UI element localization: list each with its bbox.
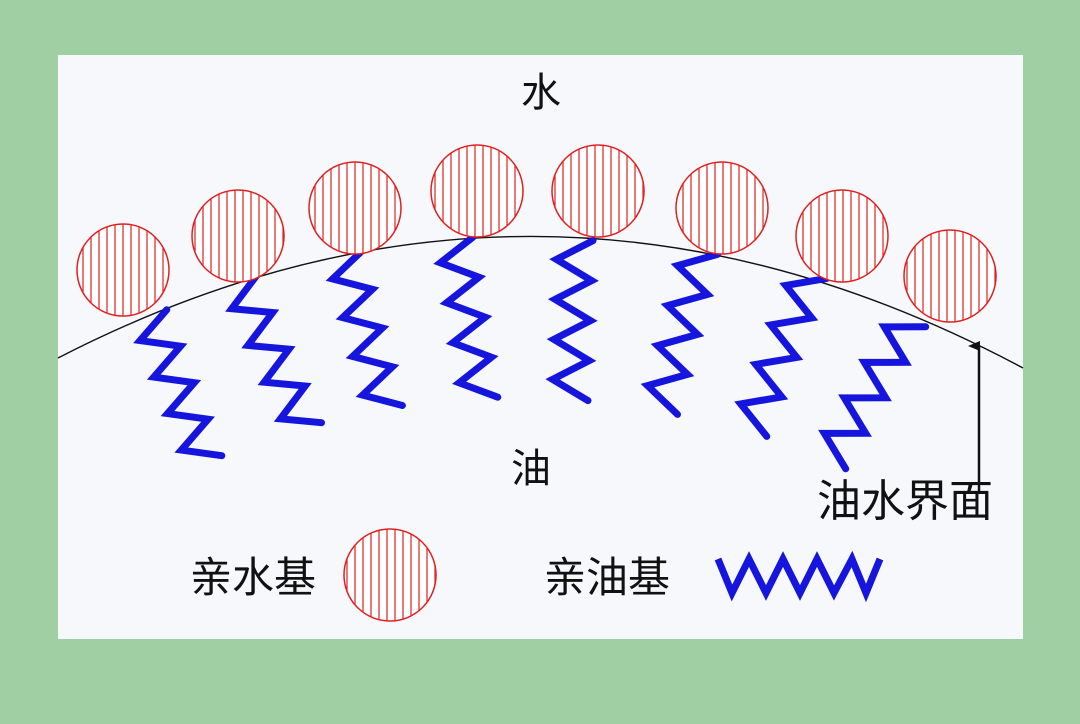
lipophilic-tail — [818, 323, 930, 473]
oil-label: 油 — [511, 446, 551, 492]
lipophilic-tail — [325, 247, 406, 409]
legend-lipophilic-swatch — [714, 550, 884, 603]
lipophilic-tail — [734, 274, 831, 440]
hydrophilic-head — [675, 161, 769, 255]
legend-hydrophilic-label: 亲水基 — [190, 553, 316, 602]
hydrophilic-head — [76, 223, 170, 317]
legend-hydrophilic-swatch — [343, 528, 437, 622]
lipophilic-tail — [225, 272, 325, 427]
hydrophilic-head — [551, 144, 645, 238]
lipophilic-tail — [433, 233, 502, 401]
hydrophilic-head — [795, 189, 889, 283]
water-label: 水 — [521, 70, 561, 116]
lipophilic-tail — [545, 237, 599, 405]
hydrophilic-head — [430, 144, 524, 238]
lipophilic-tail — [133, 306, 226, 460]
hydrophilic-head — [191, 189, 285, 283]
lipophilic-tails — [133, 233, 930, 473]
hydrophilic-heads — [76, 144, 997, 323]
diagram-panel — [58, 55, 1023, 639]
legend-lipophilic-label: 亲油基 — [544, 553, 670, 602]
hydrophilic-head — [308, 161, 402, 255]
hydrophilic-head — [903, 229, 997, 323]
oil-water-interface-curve — [57, 235, 1024, 369]
lipophilic-tail — [640, 250, 721, 418]
interface-label: 油水界面 — [817, 476, 993, 527]
